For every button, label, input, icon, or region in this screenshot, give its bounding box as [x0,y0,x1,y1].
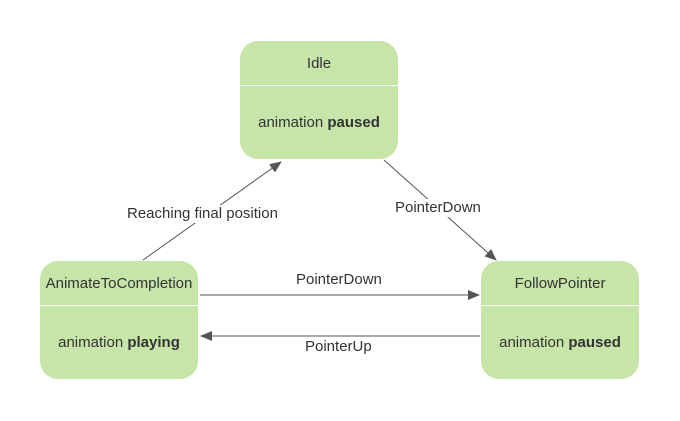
label-animate-to-follow: PointerDown [295,271,383,289]
state-follow-divider [481,305,639,306]
state-animate-to-completion: AnimateToCompletion animation playing [40,261,198,379]
state-follow-prefix: animation [499,334,565,351]
state-follow-pointer: FollowPointer animation paused [481,261,639,379]
label-animate-to-idle: Reaching final position [126,205,279,223]
state-animate-body: animation playing [40,306,198,379]
state-follow-title: FollowPointer [514,274,606,292]
state-animate-divider [40,305,198,306]
state-idle-body: animation paused [240,86,398,159]
state-follow-status: paused [568,334,621,351]
state-idle-prefix: animation [258,114,324,131]
state-follow-body: animation paused [481,306,639,379]
state-animate-prefix: animation [58,334,124,351]
state-idle-title: Idle [306,54,332,72]
state-idle-divider [240,85,398,86]
state-idle: Idle animation paused [240,41,398,159]
label-idle-to-follow: PointerDown [394,199,482,217]
state-animate-status: playing [127,334,180,351]
state-idle-status: paused [327,114,380,131]
state-animate-title: AnimateToCompletion [45,274,193,292]
label-follow-to-animate: PointerUp [304,338,373,356]
